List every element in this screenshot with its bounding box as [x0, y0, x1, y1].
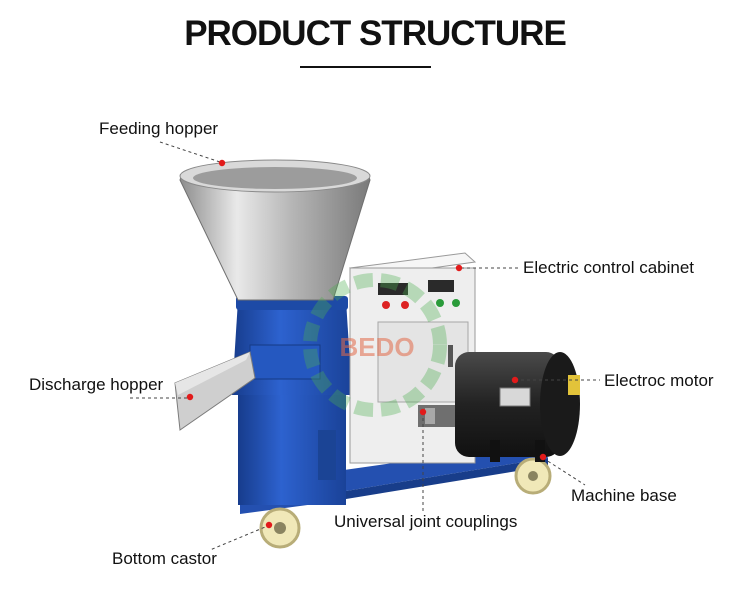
- castor-front-left: [259, 507, 301, 549]
- leader-bottom-castor: [209, 524, 271, 551]
- coupling-shaft: [418, 405, 458, 427]
- watermark-logo: [303, 273, 447, 417]
- label-feeding-hopper: Feeding hopper: [99, 119, 219, 138]
- label-discharge-hopper: Discharge hopper: [29, 375, 164, 394]
- label-electric-control-cabinet: Electric control cabinet: [523, 258, 695, 277]
- leader-feeding-hopper: [159, 141, 221, 163]
- marker-couplings: [419, 408, 427, 416]
- leader-lines: [130, 141, 600, 551]
- marker-control-cabinet: [455, 264, 463, 272]
- motor-body: [455, 352, 580, 462]
- marker-bottom-castor: [265, 521, 273, 529]
- marker-feeding-hopper: [218, 159, 226, 167]
- watermark-text: BEDO: [339, 332, 414, 362]
- control-cabinet: [348, 252, 477, 464]
- markers: [186, 159, 547, 529]
- leader-machine-base: [542, 457, 586, 486]
- label-bottom-castor: Bottom castor: [112, 549, 217, 568]
- marker-machine-base: [539, 453, 547, 461]
- title-underline: [300, 66, 431, 68]
- discharge-chute: [174, 351, 256, 431]
- marker-motor: [511, 376, 519, 384]
- feeding-hopper-cone: [179, 159, 371, 301]
- page-title: PRODUCT STRUCTURE: [184, 14, 567, 53]
- label-machine-base: Machine base: [571, 486, 677, 505]
- castor-right: [514, 457, 552, 495]
- label-universal-joint-couplings: Universal joint couplings: [334, 512, 518, 531]
- label-electric-motor: Electroc motor: [604, 371, 714, 390]
- mill-body: [232, 296, 352, 505]
- marker-discharge-hopper: [186, 393, 194, 401]
